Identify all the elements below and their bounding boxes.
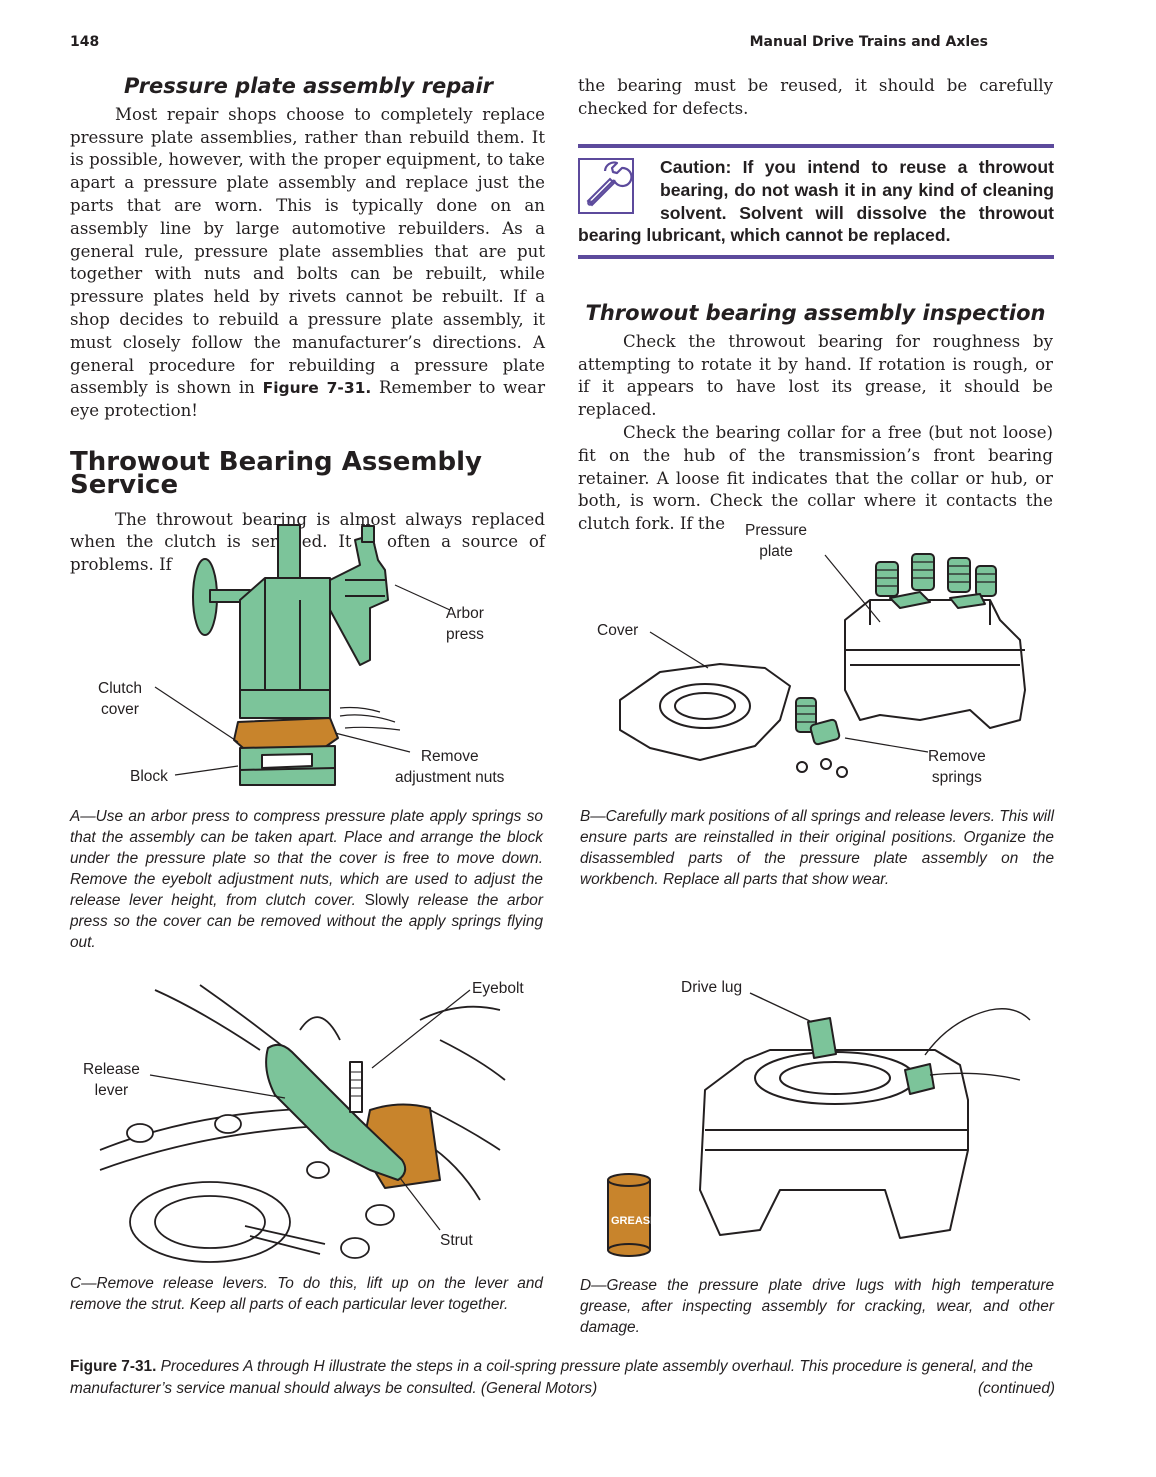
right-column: the bearing must be reused, it should be… [578,75,1053,121]
wrench-icon [578,158,634,214]
page-number: 148 [70,34,100,50]
figure-caption-text: Procedures A through H illustrate the st… [70,1358,1033,1397]
figure-number: Figure 7-31. [70,1358,157,1375]
label-cover: Cover [597,622,639,639]
paragraph-text: Most repair shops choose to completely r… [70,104,545,398]
paragraph-pressure-plate-repair: Most repair shops choose to completely r… [70,104,545,423]
paragraph-throwout-service: The throwout bearing is almost always re… [70,509,545,575]
caption-c: C—Remove release levers. To do this, lif… [70,1275,543,1313]
label-remove-springs: Remove springs [928,748,986,786]
label-block: Block [130,768,168,785]
section-heading-throwout-service: Throwout Bearing Assembly Service [70,446,482,500]
caution-text: Caution: If you intend to reuse a throwo… [578,157,1054,246]
caution-bottom-rule [578,255,1054,259]
left-column: Pressure plate assembly repair Most repa… [70,75,545,577]
label-drive-lug: Drive lug [681,979,743,996]
caption-d: D—Grease the pressure plate drive lugs w… [580,1277,1054,1336]
running-title: Manual Drive Trains and Axles [749,34,988,50]
label-arbor-press: Arbor press [446,605,484,643]
section-heading-throwout-inspection: Throwout bearing assembly inspection [585,301,1046,325]
figure-caption: Figure 7-31. Procedures A through H illu… [70,1356,1055,1400]
caution-top-rule [578,144,1054,148]
figure-continued: (continued) [978,1380,1055,1397]
paragraph-text-end: Remember to wear eye protection! [70,378,545,421]
paragraph-continuation: the bearing must be reused, it should be… [578,76,1053,118]
right-column-section3: Throwout bearing assembly inspection Che… [578,302,1053,536]
caption-a-text: A—Use an arbor press to compress pressur… [70,808,543,909]
caution-box: Caution: If you intend to reuse a throwo… [578,156,1054,247]
label-pressure-plate: Pressure plate [745,522,808,560]
grease-can-label: GREASE [611,1215,657,1227]
caption-a-upright: Slowly [364,892,410,909]
caption-a: A—Use an arbor press to compress pressur… [70,806,543,953]
label-eyebolt: Eyebolt [472,980,524,997]
label-clutch-cover: Clutch cover [98,680,142,718]
label-remove-adjustment-nuts: Remove adjustment nuts [395,748,505,786]
figure-reference: Figure 7-31. [262,379,372,398]
paragraph-inspection-1: Check the throwout bearing for roughness… [578,331,1053,420]
label-release-lever: Release lever [83,1061,140,1099]
paragraph-inspection-2: Check the bearing collar for a free (but… [578,422,1053,534]
label-strut: Strut [440,1232,473,1249]
section-heading-pressure-plate-repair: Pressure plate assembly repair [123,74,494,98]
caption-b: B—Carefully mark positions of all spring… [580,808,1054,888]
caption-a-text-end: release the arbor press so the cover can… [70,892,543,951]
